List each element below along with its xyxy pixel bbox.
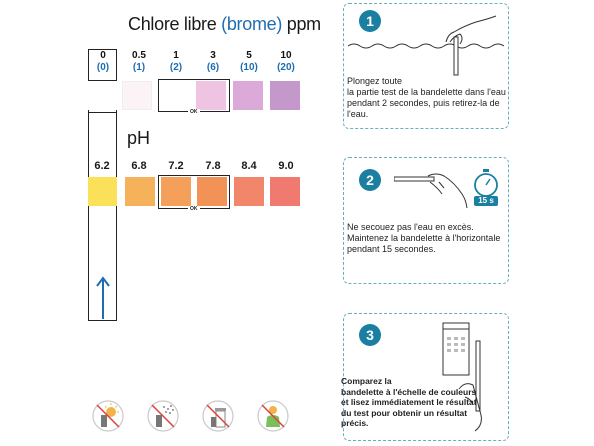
ph-swatch: [161, 177, 191, 206]
compare-strip-illustration: [442, 322, 482, 432]
chlorine-swatch: [159, 81, 189, 110]
chlorine-value: 3 (6): [195, 50, 231, 74]
step-1-line: pendant 2 secondes, puis retirez-la de l…: [347, 98, 500, 119]
bromine-ppm: (10): [240, 62, 258, 73]
strip-divider: [88, 112, 117, 113]
ph-swatch: [270, 177, 300, 206]
chlorine-ppm: 3: [210, 50, 216, 61]
step-1-panel: 1 Plongez toute la partie test de la ban…: [343, 3, 509, 129]
ph-swatch: [197, 177, 227, 206]
up-arrow-icon: [96, 276, 110, 319]
ph-swatch: [88, 177, 117, 206]
bromine-ppm: (20): [277, 62, 295, 73]
step-3-line: du test pour obtenir un résultat précis.: [341, 407, 468, 429]
step-2-line: Ne secouez pas l'eau en excès.: [347, 222, 474, 232]
step-3-line: et lisez immédiatement le résultat: [341, 397, 477, 407]
chlorine-ppm: 1: [173, 50, 179, 61]
chlorine-title-unit: ppm: [282, 14, 321, 34]
bromine-ppm: (0): [96, 62, 110, 73]
no-sun-icon: [91, 399, 125, 438]
ph-swatch: [234, 177, 264, 206]
ph-value: 6.8: [131, 160, 147, 172]
step-2-line: pendant 15 secondes.: [347, 244, 436, 254]
step-number: 3: [359, 324, 381, 346]
ph-ok-range: [158, 175, 230, 209]
bromine-ppm: (1): [132, 62, 146, 73]
step-3-panel: 3 Comparez la bandelette à l'échelle de …: [341, 313, 509, 441]
step-3-text: Comparez la bandelette à l'échelle de co…: [341, 376, 481, 429]
chlorine-swatch: [270, 81, 300, 110]
chlorine-title: Chlore libre (brome) ppm: [128, 14, 321, 35]
chlorine-title-bromine: (brome): [221, 14, 283, 34]
strip-divider: [88, 80, 117, 81]
step-2-panel: 2 15 s Ne secouez pas l'eau en excès. Ma…: [343, 157, 509, 284]
chlorine-swatch: [233, 81, 263, 110]
dip-strip-illustration: [347, 15, 505, 76]
no-moisture-icon: [146, 399, 180, 438]
chlorine-ppm: 5: [246, 50, 252, 61]
step-3-line: Comparez la: [341, 376, 392, 386]
chlorine-value: 0.5 (1): [121, 50, 157, 74]
chlorine-swatch: [88, 81, 117, 110]
step-1-line: la partie test de la bandelette dans l'e…: [347, 87, 506, 97]
chlorine-ppm: 10: [280, 50, 292, 61]
step-number: 1: [359, 10, 381, 32]
step-number: 2: [359, 169, 381, 191]
chlorine-value: 5 (10): [231, 50, 267, 74]
step-1-text: Plongez toute la partie test de la bande…: [347, 76, 507, 120]
ph-value: 6.2: [94, 160, 110, 172]
bromine-ppm: (6): [206, 62, 220, 73]
step-1-line: Plongez toute: [347, 76, 403, 86]
chlorine-ok-label: OK: [188, 109, 200, 115]
keep-from-children-icon: [256, 399, 290, 438]
chlorine-ppm: 0: [100, 50, 106, 61]
chlorine-ok-range: [158, 79, 230, 112]
chlorine-value: 1 (2): [158, 50, 194, 74]
chlorine-title-main: Chlore libre: [128, 14, 222, 34]
ph-value: 9.0: [278, 160, 294, 172]
chlorine-value: 0 (0): [85, 50, 121, 74]
chlorine-swatch: [122, 81, 152, 110]
step-2-line: Maintenez la bandelette à l'horizontale: [347, 233, 501, 243]
bromine-ppm: (2): [169, 62, 183, 73]
chlorine-value: 10 (20): [268, 50, 304, 74]
ph-value: 7.8: [205, 160, 221, 172]
step-3-line: bandelette à l'échelle de couleurs: [341, 386, 477, 397]
ph-value: 8.4: [241, 160, 257, 172]
ph-value: 7.2: [168, 160, 184, 172]
ph-swatch: [125, 177, 155, 206]
timer-icon: 15 s: [471, 168, 501, 213]
ph-ok-label: OK: [188, 206, 200, 212]
timer-label: 15 s: [478, 196, 494, 205]
ph-title: pH: [127, 128, 151, 148]
horizontal-strip-illustration: [394, 173, 468, 209]
chlorine-swatch: [196, 81, 226, 110]
step-2-text: Ne secouez pas l'eau en excès. Maintenez…: [347, 222, 507, 255]
chlorine-ppm: 0.5: [132, 50, 146, 61]
no-container-icon: [201, 399, 235, 438]
